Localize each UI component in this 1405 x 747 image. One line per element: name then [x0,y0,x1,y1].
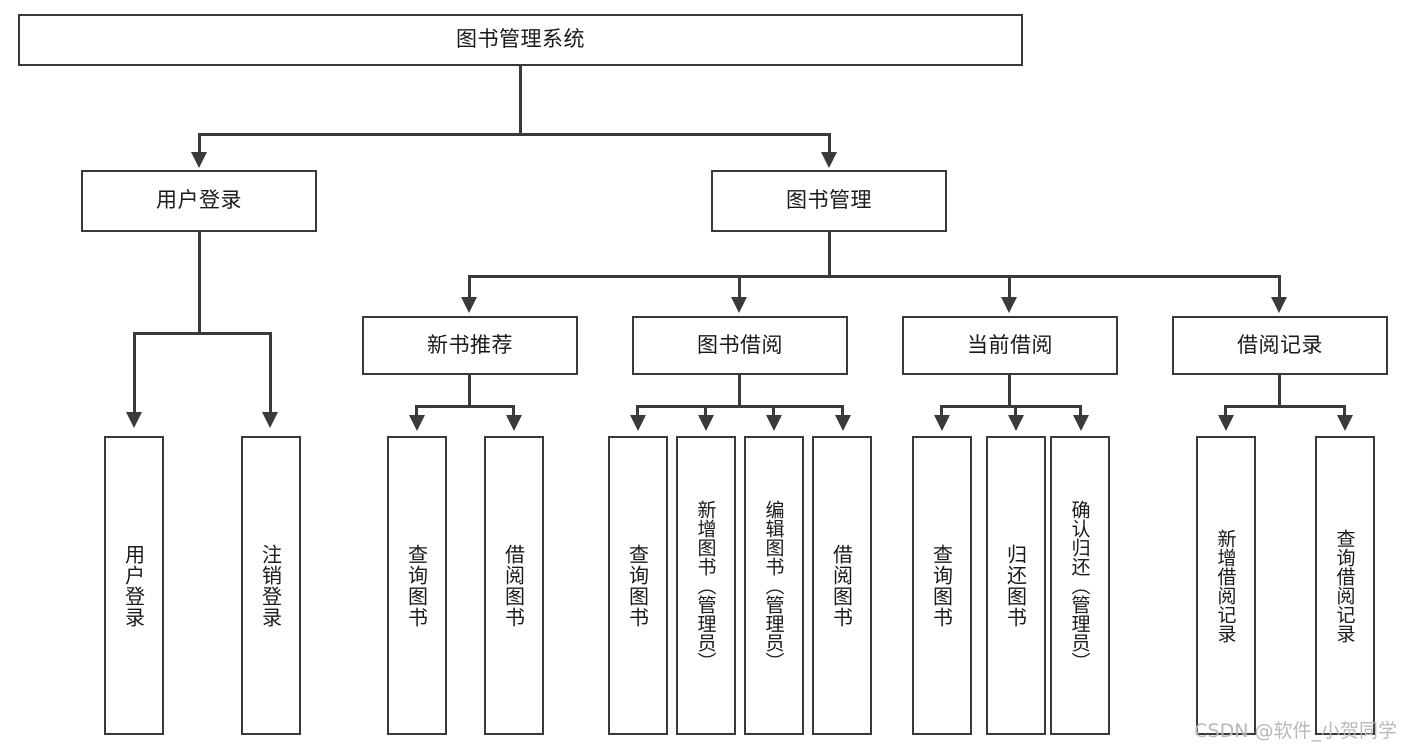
edge-record-bus [1224,405,1346,408]
arrowhead-bookmgmt-to-c2 [731,297,747,313]
edge-bookmgmt-to-c2 [738,275,741,301]
edge-newbook-to-l2 [512,405,515,419]
leaf-edit-book-admin[interactable]: 编辑图书（管理员） [744,436,804,735]
arrowhead-newbook-to-l2 [506,415,522,431]
arrowhead-bookmgmt-to-c3 [1001,297,1017,313]
arrowhead-newbook-to-l1 [409,415,425,431]
edge-borrow-to-l1 [636,405,639,419]
node-borrow-record[interactable]: 借阅记录 [1172,316,1388,375]
edge-borrow-stem [738,375,741,407]
edge-borrow-to-l3 [772,405,775,419]
leaf-add-borrow-record[interactable]: 新增借阅记录 [1196,436,1256,735]
edge-root-stem [519,66,522,135]
edge-current-to-l2 [1014,405,1017,419]
arrowhead-borrow-to-l1 [630,415,646,431]
edge-current-stem [1008,375,1011,407]
edge-borrow-to-l2 [704,405,707,419]
arrowhead-root-to-bookmgmt [821,152,837,168]
arrowhead-login-to-l1 [126,412,142,428]
edge-current-bus [940,405,1082,408]
node-book-management[interactable]: 图书管理 [711,170,947,232]
edge-newbook-bus [415,405,515,408]
edge-record-stem [1278,375,1281,407]
edge-login-bus [133,332,272,335]
leaf-confirm-return-admin[interactable]: 确认归还（管理员） [1050,436,1110,735]
edge-root-to-login [198,133,201,156]
edge-borrow-to-l4 [841,405,844,419]
leaf-borrow-book-newbook[interactable]: 借阅图书 [484,436,544,735]
edge-current-to-l3 [1079,405,1082,419]
node-new-book-recommend[interactable]: 新书推荐 [362,316,578,375]
edge-root-bus [198,133,831,136]
arrowhead-login-to-l2 [262,412,278,428]
leaf-query-book-borrow[interactable]: 查询图书 [608,436,668,735]
leaf-query-borrow-record[interactable]: 查询借阅记录 [1315,436,1375,735]
edge-current-to-l1 [940,405,943,419]
arrowhead-borrow-to-l3 [766,415,782,431]
edge-record-to-l2 [1343,405,1346,419]
arrowhead-current-to-l2 [1008,415,1024,431]
leaf-user-logout[interactable]: 注销登录 [241,436,301,735]
arrowhead-current-to-l3 [1073,415,1089,431]
node-user-login[interactable]: 用户登录 [81,170,317,232]
edge-root-to-bookmgmt [828,133,831,156]
edge-record-to-l1 [1224,405,1227,419]
edge-bookmgmt-to-c4 [1278,275,1281,301]
edge-login-to-l2 [269,332,272,416]
arrowhead-borrow-to-l2 [698,415,714,431]
edge-newbook-to-l1 [415,405,418,419]
edge-bookmgmt-to-c1 [468,275,471,301]
edge-bookmgmt-to-c3 [1008,275,1011,301]
node-book-borrow[interactable]: 图书借阅 [632,316,848,375]
arrowhead-current-to-l1 [934,415,950,431]
leaf-query-book-newbook[interactable]: 查询图书 [387,436,447,735]
arrowhead-record-to-l1 [1218,415,1234,431]
arrowhead-bookmgmt-to-c1 [461,297,477,313]
edge-bookmgmt-stem [828,232,831,277]
edge-borrow-bus [636,405,844,408]
edge-newbook-stem [468,375,471,407]
edge-login-to-l1 [133,332,136,416]
leaf-borrow-book[interactable]: 借阅图书 [812,436,872,735]
arrowhead-borrow-to-l4 [835,415,851,431]
arrowhead-bookmgmt-to-c4 [1271,297,1287,313]
leaf-return-book[interactable]: 归还图书 [986,436,1046,735]
leaf-query-book-current[interactable]: 查询图书 [912,436,972,735]
arrowhead-record-to-l2 [1337,415,1353,431]
leaf-add-book-admin[interactable]: 新增图书（管理员） [676,436,736,735]
node-current-borrow[interactable]: 当前借阅 [902,316,1118,375]
arrowhead-root-to-login [191,152,207,168]
edge-login-stem [198,232,201,334]
node-root[interactable]: 图书管理系统 [18,14,1023,66]
edge-bookmgmt-bus [468,275,1280,278]
leaf-user-login[interactable]: 用户登录 [104,436,164,735]
